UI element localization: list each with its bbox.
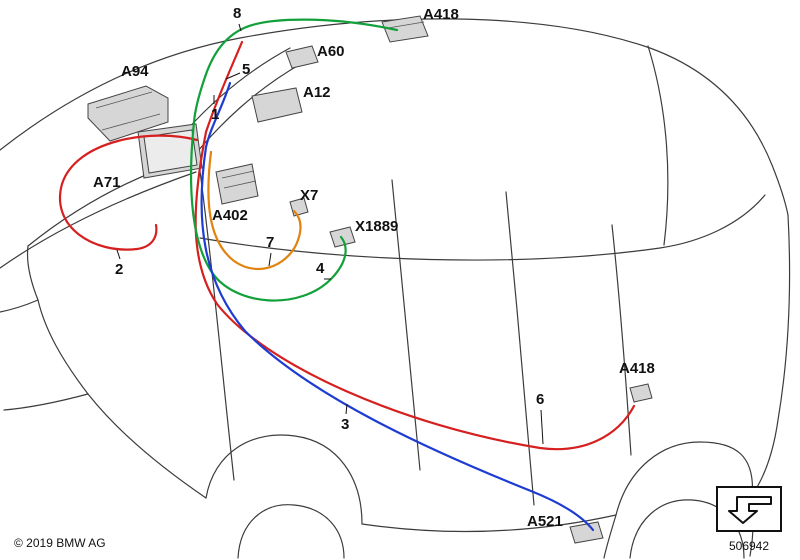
callout-3[interactable]: 3 xyxy=(341,416,350,433)
diagram-part-number: 506942 xyxy=(728,539,770,553)
wire-orange xyxy=(207,150,302,271)
car-roofline xyxy=(0,18,789,216)
a402-module-shape xyxy=(215,163,259,205)
car-rear-wheel-arch xyxy=(615,441,754,516)
wire-blue xyxy=(200,81,595,532)
leader-line-2 xyxy=(116,249,121,260)
car-front-face xyxy=(0,245,89,411)
car-sill xyxy=(361,514,617,533)
brand-logo-box xyxy=(716,486,782,532)
label-a521[interactable]: A521 xyxy=(527,513,563,530)
x1889-connector-shape xyxy=(329,226,356,248)
car-beltline xyxy=(199,194,766,261)
a418-rear-connector-shape xyxy=(629,383,653,403)
label-a94[interactable]: A94 xyxy=(121,63,149,80)
car-front-wheel xyxy=(237,504,345,559)
label-a402[interactable]: A402 xyxy=(212,207,248,224)
repair-wires xyxy=(59,18,636,532)
a402-detail-lines xyxy=(221,170,257,189)
label-x7[interactable]: X7 xyxy=(300,187,319,204)
label-a12[interactable]: A12 xyxy=(303,84,331,101)
label-a71[interactable]: A71 xyxy=(93,174,121,191)
a60-connector-shape xyxy=(285,45,319,69)
wire-red-loop xyxy=(59,134,199,251)
label-a60[interactable]: A60 xyxy=(317,43,345,60)
callout-8[interactable]: 8 xyxy=(233,5,242,22)
car-b-pillar xyxy=(391,179,421,471)
callout-5[interactable]: 5 xyxy=(242,61,251,78)
leader-line-6 xyxy=(540,409,544,445)
callout-leader-lines xyxy=(116,23,544,445)
copyright-text: © 2019 BMW AG xyxy=(14,536,106,550)
callout-1[interactable]: 1 xyxy=(211,106,220,123)
callout-7[interactable]: 7 xyxy=(266,234,275,251)
car-front-lower xyxy=(37,299,207,499)
car-quarter-line xyxy=(611,224,632,456)
leader-line-8 xyxy=(238,23,242,32)
callout-4[interactable]: 4 xyxy=(316,260,325,277)
car-c-pillar xyxy=(505,191,535,506)
callout-2[interactable]: 2 xyxy=(115,261,124,278)
cluster-screen-shape xyxy=(143,129,198,174)
leader-line-7 xyxy=(268,252,272,267)
car-rear-edge xyxy=(751,214,791,496)
leader-line-3 xyxy=(345,403,348,415)
callout-6[interactable]: 6 xyxy=(536,391,545,408)
a94-module-shape xyxy=(87,85,169,142)
a418-top-detail-line xyxy=(387,21,425,29)
a12-module-shape xyxy=(251,87,303,123)
wire-red-main xyxy=(194,40,636,451)
car-d-pillar xyxy=(647,45,669,246)
repair-cable-logo-icon xyxy=(728,496,772,524)
label-a418-rear[interactable]: A418 xyxy=(619,360,655,377)
component-details xyxy=(95,21,425,189)
a418-top-module-shape xyxy=(381,15,429,43)
wire-green xyxy=(189,18,399,302)
label-x1889[interactable]: X1889 xyxy=(355,218,399,235)
a94-detail-lines xyxy=(95,91,161,131)
car-front-wheel-arch xyxy=(205,434,363,525)
a521-connector-shape xyxy=(569,521,604,544)
car-hood-line-2 xyxy=(0,171,197,269)
leader-line-5 xyxy=(225,72,241,80)
component-shapes xyxy=(87,15,653,544)
label-a418-top[interactable]: A418 xyxy=(423,6,459,23)
